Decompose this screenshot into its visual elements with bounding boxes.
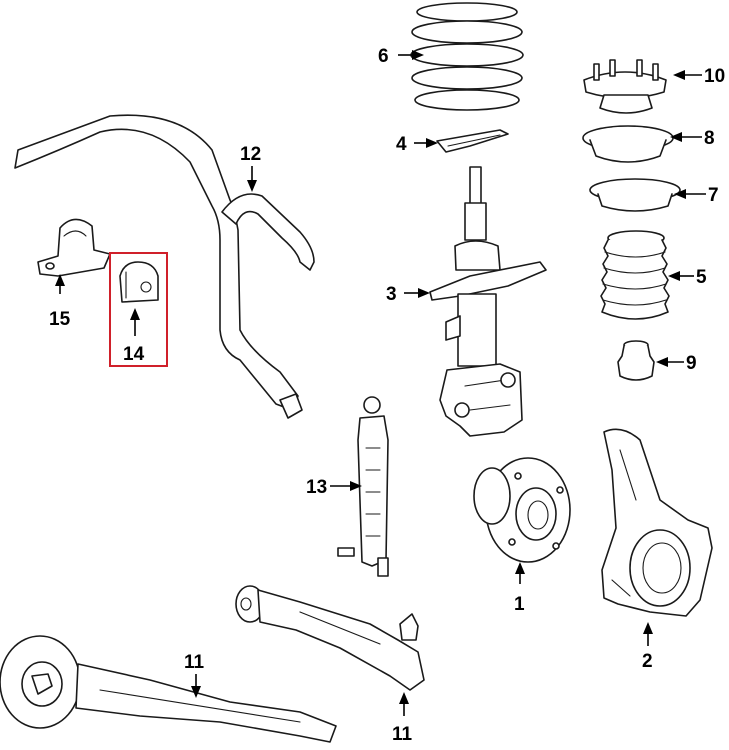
callout-label-10: 10 <box>704 66 725 87</box>
callout-label-4: 4 <box>396 134 407 155</box>
part-9-jounce-bumper[interactable] <box>617 340 655 381</box>
callout-label-15: 15 <box>49 309 71 330</box>
callout-6: 6 <box>378 46 424 67</box>
callout-10: 10 <box>673 66 725 87</box>
callout-5: 5 <box>668 267 707 288</box>
part-2-steering-knuckle[interactable] <box>601 428 713 617</box>
part-3-strut-assembly[interactable] <box>429 166 547 437</box>
callout-label-9: 9 <box>686 353 697 374</box>
part-11-control-arm-rear[interactable] <box>235 585 425 691</box>
part-8-upper-seat[interactable] <box>582 125 674 163</box>
callout-label-2: 2 <box>642 651 653 672</box>
callout-label-1: 1 <box>514 594 525 615</box>
callout-label-5: 5 <box>696 267 707 288</box>
part-11-control-arm-front[interactable] <box>0 635 337 743</box>
part-5-dust-boot[interactable] <box>600 230 670 320</box>
part-6-coil-spring[interactable] <box>410 2 524 111</box>
callout-14: 14 <box>123 308 145 365</box>
callout-label-11-rear: 11 <box>392 724 413 745</box>
callout-label-7: 7 <box>708 185 719 206</box>
callout-15: 15 <box>49 274 71 330</box>
callout-13: 13 <box>306 477 362 498</box>
part-10-strut-mount[interactable] <box>583 59 667 114</box>
callout-8: 8 <box>670 128 715 149</box>
callout-2: 2 <box>642 622 653 672</box>
callout-label-13: 13 <box>306 477 327 498</box>
callout-12: 12 <box>240 144 261 192</box>
part-15-bushing-bracket[interactable] <box>37 218 111 277</box>
callout-label-6: 6 <box>378 46 389 67</box>
callout-label-11-front: 11 <box>184 652 205 673</box>
part-13-stabilizer-link[interactable] <box>337 396 389 577</box>
part-12-stabilizer-bar[interactable] <box>14 114 315 419</box>
callout-3: 3 <box>386 284 430 305</box>
part-14-stabilizer-bushing[interactable] <box>119 261 159 303</box>
callout-7: 7 <box>674 185 719 206</box>
highlight-box-part-14 <box>109 252 168 367</box>
callout-11-rear: 11 <box>392 692 413 745</box>
callout-label-8: 8 <box>704 128 715 149</box>
callout-9: 9 <box>656 353 697 374</box>
part-7-bearing-plate[interactable] <box>589 178 681 212</box>
callout-1: 1 <box>514 562 525 615</box>
part-1-hub-bearing[interactable] <box>473 457 571 563</box>
part-4-spring-insulator[interactable] <box>436 129 509 153</box>
callout-label-3: 3 <box>386 284 397 305</box>
callout-label-14: 14 <box>123 344 145 365</box>
callout-11-front: 11 <box>184 652 205 698</box>
callout-4: 4 <box>396 134 438 155</box>
callout-label-12: 12 <box>240 144 261 165</box>
